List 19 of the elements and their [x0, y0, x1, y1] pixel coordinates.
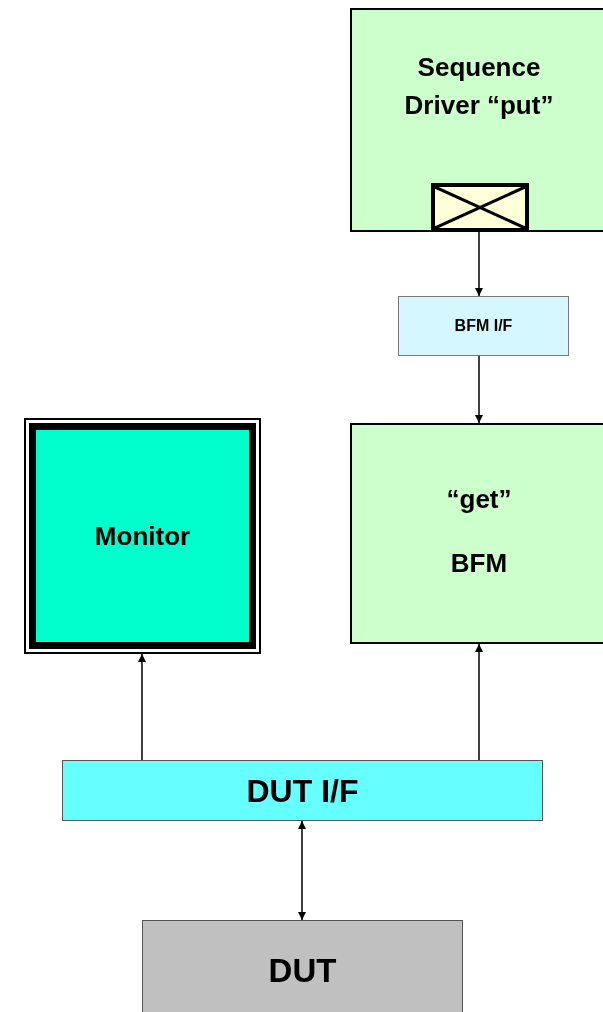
process-box — [350, 8, 603, 232]
arrow — [138, 653, 146, 761]
device-box — [142, 920, 463, 1012]
port-box — [431, 183, 529, 232]
node-label: BFM I/F — [454, 316, 513, 336]
arrow — [475, 643, 483, 761]
node-label: Monitor — [94, 519, 191, 553]
arrow — [475, 231, 483, 297]
process-box — [350, 423, 603, 644]
interface-box — [62, 760, 543, 821]
node-label: DUT — [268, 951, 337, 991]
node-label: Sequence Driver “put” — [403, 51, 555, 122]
arrow — [475, 355, 483, 424]
arrow — [298, 820, 306, 921]
node-label: “get” — [446, 483, 512, 514]
interface-box — [398, 296, 569, 356]
node-label: BFM — [450, 547, 508, 578]
node-label: DUT I/F — [246, 771, 359, 811]
monitor-box — [24, 418, 261, 654]
